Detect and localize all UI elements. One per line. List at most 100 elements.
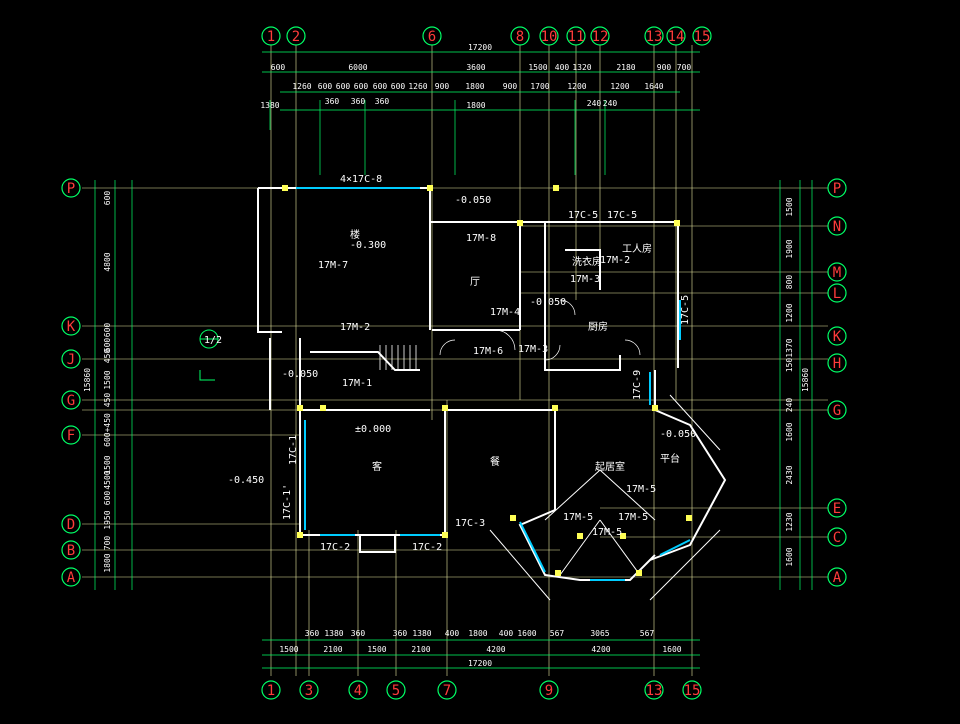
axis-bubble-left: G [61,390,81,410]
door-tag: 17M-5 [618,512,648,523]
axis-label: 15 [684,683,701,699]
window-tag: 17C-5 [680,295,691,325]
axis-label: 8 [516,29,524,45]
dimension-value: 600 [103,323,112,338]
dimension-value: 567 [550,629,565,638]
axis-bubble-bottom: 7 [437,680,457,700]
window-tag: 17C-5 [568,210,598,221]
axis-bubble-right: H [827,353,847,373]
dimension-value: 900 [657,63,672,72]
axis-bubble-bottom: 3 [299,680,319,700]
axis-bubble-top: 10 [539,26,559,46]
door-tag: 17M-4 [490,307,520,318]
dimension-value: 1200 [785,303,794,322]
axis-label: J [67,352,75,368]
room-label-dining: 餐 [490,455,500,468]
dimension-value: 4200 [486,645,505,654]
door-tag: 17M-8 [466,233,496,244]
dimension-value: 600 [103,491,112,506]
dimension-value: 4800 [103,252,112,271]
dimension-value: 600 [336,82,351,91]
dimension-value: 700 [103,536,112,551]
axis-label: B [67,543,75,559]
dimension-value: 1500 [279,645,298,654]
axis-bubble-top: 11 [566,26,586,46]
dimension-value: 1600 [785,422,794,441]
door-tag: 17M-2 [340,322,370,333]
axis-bubble-bottom: 15 [682,680,702,700]
room-label-living: 客 [372,460,382,473]
dimension-value: 400 [555,63,570,72]
dimension-value: 360 [325,97,340,106]
axis-bubble-bottom: 4 [348,680,368,700]
dimension-value: 1800 [466,101,485,110]
dimension-value: 2100 [411,645,430,654]
axis-bubble-top: 14 [666,26,686,46]
window-tag: 17C-1 [288,435,299,465]
axis-bubble-left: J [61,349,81,369]
door-tag: 17M-5 [592,527,622,538]
dimension-value: 17200 [468,659,492,668]
dimension-value: 360 [393,629,408,638]
dimension-value: 1950 [103,510,112,529]
dimension-value: 800 [785,275,794,290]
staircase [379,345,417,370]
structural-columns [282,185,692,576]
dimension-value: 1800 [468,629,487,638]
windows [296,187,691,581]
door-tag: 17M-5 [563,512,593,523]
window-tag: 17C-2 [320,542,350,553]
dimension-value: 1600 [517,629,536,638]
axis-label: F [67,428,75,444]
dimension-value: 1800 [103,553,112,572]
axis-label: A [833,570,842,586]
axis-label: 13 [646,683,663,699]
dimension-lines [94,51,813,669]
dimension-value: 6000 [348,63,367,72]
axis-bubble-right: N [827,216,847,236]
elevation-outside: -0.450 [228,475,264,486]
axis-bubble-right: L [827,283,847,303]
dimension-value: 1370 [785,338,794,357]
room-label-leisure: 起居室 [595,460,625,473]
dimension-value: 15860 [83,368,92,392]
room-label-platform: 平台 [660,452,680,465]
elevation-top: -0.300 [350,240,386,251]
dimension-value: 4200 [591,645,610,654]
dimension-value: 1200 [567,82,586,91]
door-tag: 17M-2 [600,255,630,266]
door-swings [439,299,641,361]
axis-bubble-bottom: 1 [261,680,281,700]
axis-label: 9 [545,683,553,699]
axis-bubble-right: A [827,567,847,587]
dimension-value: 600 [391,82,406,91]
axis-bubble-top: 15 [692,26,712,46]
axis-label: C [833,530,841,546]
axis-bubble-right: E [827,498,847,518]
room-label-top: 楼 [350,228,360,241]
dimension-value: 1320 [572,63,591,72]
window-tag: 17C-1' [282,484,293,520]
elevation-hall: -0.050 [455,195,491,206]
axis-label: G [67,393,75,409]
dimension-value: 1260 [292,82,311,91]
dimension-value: 1900 [785,239,794,258]
axis-label: G [833,403,841,419]
dimension-value: 1700 [530,82,549,91]
dimension-value: 2430 [785,465,794,484]
window-tag: 4×17C-8 [340,174,382,185]
axis-label: D [67,517,75,533]
door-tag: 17M-1 [342,378,372,389]
axis-label: H [833,356,841,372]
room-label-laundry: 洗衣房 [572,255,602,268]
axis-bubble-right: M [827,262,847,282]
axis-label: 7 [443,683,451,699]
window-tag: 17C-9 [632,370,643,400]
axis-label: P [67,181,75,197]
dimension-value: 360 [375,97,390,106]
dimension-value: 240 [785,398,794,413]
axis-bubble-bottom: 5 [386,680,406,700]
dimension-value: 567 [640,629,655,638]
dimension-value: 1500 [103,455,112,474]
